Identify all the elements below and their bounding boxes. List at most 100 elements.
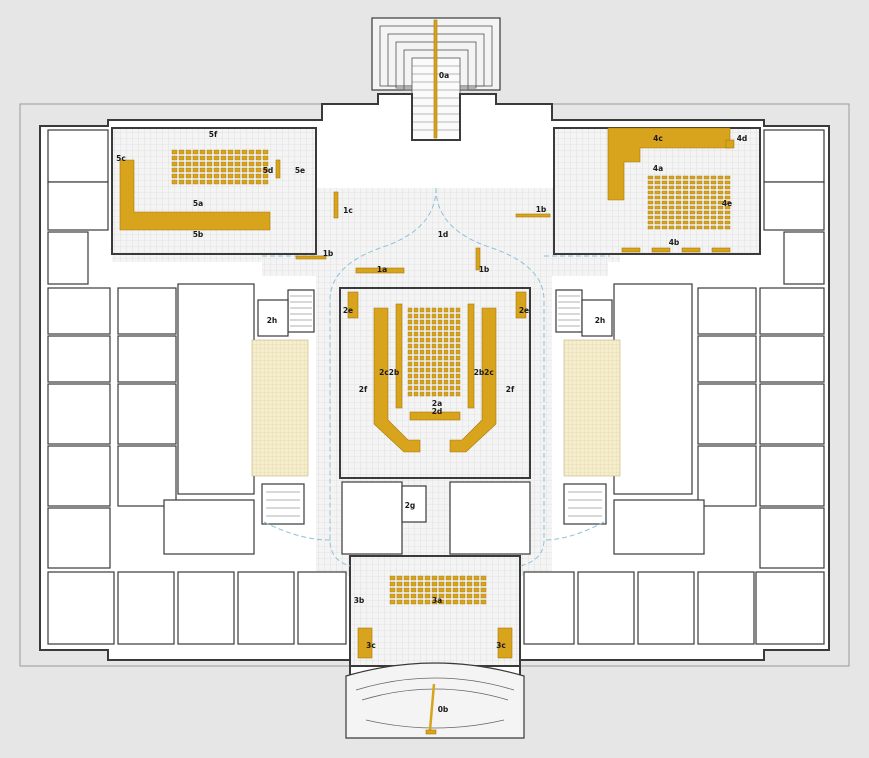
seat — [689, 215, 696, 220]
seat — [437, 385, 443, 391]
marker-1b-left — [295, 255, 327, 260]
central-lower-rooms — [341, 481, 531, 555]
seat — [413, 361, 419, 367]
seat — [675, 175, 682, 180]
seat — [213, 179, 220, 185]
seat — [696, 220, 703, 225]
seat — [449, 343, 455, 349]
seat — [431, 385, 437, 391]
seat — [717, 175, 724, 180]
label-2h-left: 2h — [267, 316, 278, 325]
seat — [437, 361, 443, 367]
seat — [178, 179, 185, 185]
seat — [675, 180, 682, 185]
right-wing-rooms — [523, 129, 825, 645]
seat — [199, 179, 206, 185]
seat — [449, 331, 455, 337]
label-2d: 2d — [432, 407, 443, 416]
seat — [724, 195, 731, 200]
seat — [696, 225, 703, 230]
seat — [396, 593, 403, 599]
seat — [654, 180, 661, 185]
seat — [227, 179, 234, 185]
seat — [682, 225, 689, 230]
seat — [437, 337, 443, 343]
seat — [647, 205, 654, 210]
seat — [455, 307, 461, 313]
seat — [703, 190, 710, 195]
seat — [449, 379, 455, 385]
seat — [675, 210, 682, 215]
seat — [419, 331, 425, 337]
hall-4-seating — [607, 127, 735, 253]
label-2h-right: 2h — [595, 316, 606, 325]
seat — [206, 173, 213, 179]
seat — [234, 149, 241, 155]
seat — [647, 210, 654, 215]
seat — [407, 367, 413, 373]
hall-3 — [349, 555, 521, 667]
seat — [407, 385, 413, 391]
seat — [661, 190, 668, 195]
seat — [413, 373, 419, 379]
seat — [443, 313, 449, 319]
seat — [437, 319, 443, 325]
seat — [710, 225, 717, 230]
seat — [234, 167, 241, 173]
label-1b-right: 1b — [536, 205, 547, 214]
seat — [724, 175, 731, 180]
label-2c-left: 2c — [379, 368, 389, 377]
seat — [241, 179, 248, 185]
seat — [437, 331, 443, 337]
seat — [703, 210, 710, 215]
seat — [724, 205, 731, 210]
seat — [425, 385, 431, 391]
seat — [682, 195, 689, 200]
seat — [419, 367, 425, 373]
seat — [431, 325, 437, 331]
seat — [413, 385, 419, 391]
seat — [213, 173, 220, 179]
seat — [413, 307, 419, 313]
seat — [431, 599, 438, 605]
seat — [452, 587, 459, 593]
seat — [661, 175, 668, 180]
label-4a: 4a — [653, 164, 663, 173]
seat — [199, 149, 206, 155]
seat — [710, 210, 717, 215]
seat — [717, 225, 724, 230]
seat — [255, 173, 262, 179]
seat — [703, 205, 710, 210]
label-1d: 1d — [438, 230, 449, 239]
label-2a: 2a — [432, 399, 442, 408]
seat — [206, 155, 213, 161]
seat — [443, 331, 449, 337]
seat — [413, 343, 419, 349]
seat — [220, 155, 227, 161]
seat — [419, 355, 425, 361]
seat — [689, 190, 696, 195]
seat — [431, 355, 437, 361]
marker-1b-right — [515, 213, 551, 218]
seat — [682, 205, 689, 210]
seat — [419, 349, 425, 355]
seat — [410, 599, 417, 605]
seat — [443, 319, 449, 325]
seat — [443, 361, 449, 367]
seat — [199, 167, 206, 173]
seat — [717, 220, 724, 225]
room-labels: 0a 0b 1a 1b 1b 1b 1c 1d 2a 2b 2b 2c 2c 2… — [116, 71, 747, 714]
seat — [413, 331, 419, 337]
seat — [449, 361, 455, 367]
seat — [417, 575, 424, 581]
seat — [178, 173, 185, 179]
seat — [675, 205, 682, 210]
seat — [248, 173, 255, 179]
seat — [449, 349, 455, 355]
seat — [443, 379, 449, 385]
seat — [213, 167, 220, 173]
seat — [425, 391, 431, 397]
seat — [445, 593, 452, 599]
seat — [445, 581, 452, 587]
seat — [431, 391, 437, 397]
